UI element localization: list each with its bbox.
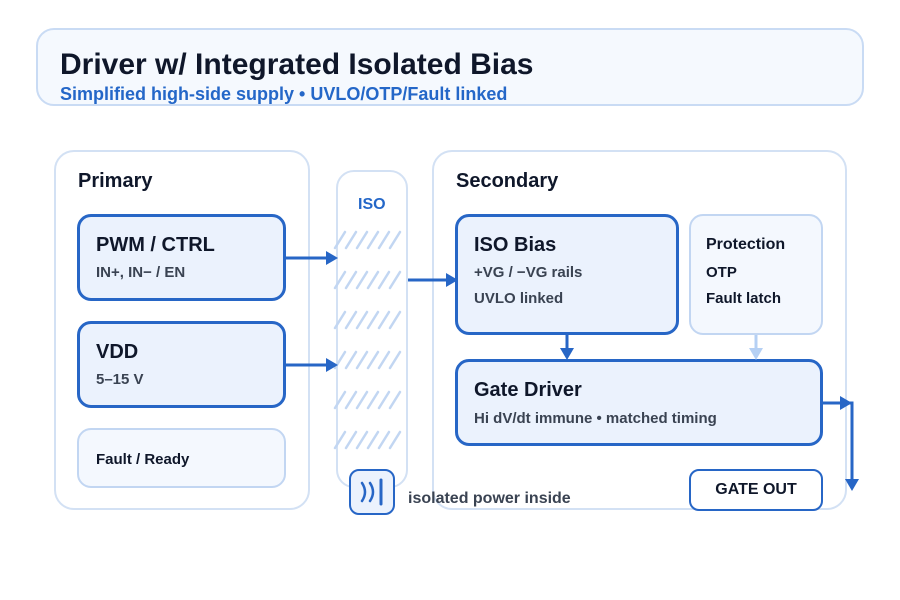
arrowhead <box>845 479 859 491</box>
hatch-stripe <box>388 230 402 250</box>
hatch-stripe <box>377 430 391 450</box>
legend-text: isolated power inside <box>408 490 571 507</box>
hatch-stripe <box>333 390 347 410</box>
page-subtitle: Simplified high-side supply • UVLO/OTP/F… <box>60 84 508 104</box>
arrowhead <box>840 396 852 410</box>
hatch-stripe <box>388 390 402 410</box>
hatch-stripe <box>355 390 369 410</box>
hatch-stripe <box>388 270 402 290</box>
hatch-stripe <box>355 350 369 370</box>
iso-label: ISO <box>358 196 386 213</box>
hatch-stripe <box>344 270 358 290</box>
hatch-stripe <box>344 430 358 450</box>
iso-bias-line2: UVLO linked <box>474 290 564 307</box>
hatch-stripe <box>344 350 358 370</box>
hatch-stripe <box>377 270 391 290</box>
gate-driver-block <box>455 359 823 446</box>
hatch-stripe <box>366 230 380 250</box>
arrowhead <box>749 348 763 360</box>
hatch-stripe <box>355 310 369 330</box>
hatch-stripe <box>366 350 380 370</box>
hatch-stripe <box>333 270 347 290</box>
hatch-stripe <box>366 310 380 330</box>
pwm-ctrl-block <box>77 214 286 301</box>
secondary-title: Secondary <box>456 170 559 192</box>
hatch-stripe <box>377 350 391 370</box>
iso-bias-line1: +VG / −VG rails <box>474 264 583 281</box>
iso-bias-block <box>455 214 679 335</box>
hatch-stripe <box>366 430 380 450</box>
arrowhead <box>326 358 338 372</box>
fault-ready-title: Fault / Ready <box>96 451 190 468</box>
hatch-stripe <box>377 390 391 410</box>
hatch-stripe <box>388 310 402 330</box>
hatch-stripe <box>355 230 369 250</box>
iso-bias-title: ISO Bias <box>474 234 557 256</box>
driver-to-gate-out-arrow <box>823 401 854 480</box>
protection-title: Protection <box>706 236 786 253</box>
iso-hatching <box>333 230 402 450</box>
hatch-stripe <box>333 230 347 250</box>
hatch-stripe <box>344 230 358 250</box>
hatch-stripe <box>377 310 391 330</box>
vdd-title: VDD <box>96 341 139 363</box>
isolated-power-icon <box>349 469 395 515</box>
arrowhead <box>560 348 574 360</box>
hatch-stripe <box>377 230 391 250</box>
protection-block <box>689 214 823 335</box>
hatch-stripe <box>355 270 369 290</box>
protection-line1: OTP <box>706 264 737 281</box>
primary-title: Primary <box>78 170 153 192</box>
hatch-stripe <box>388 350 402 370</box>
protection-line2: Fault latch <box>706 290 782 307</box>
hatch-stripe <box>344 310 358 330</box>
hatch-stripe <box>333 310 347 330</box>
pwm-ctrl-sub: IN+, IN− / EN <box>96 264 186 281</box>
fault-ready-block <box>77 428 286 488</box>
arrowhead <box>446 273 458 287</box>
hatch-stripe <box>333 430 347 450</box>
gate-driver-title: Gate Driver <box>474 379 582 401</box>
hatch-stripe <box>344 390 358 410</box>
vdd-block <box>77 321 286 408</box>
gate-out-terminal: GATE OUT <box>689 469 823 511</box>
hatch-stripe <box>366 390 380 410</box>
hatch-stripe <box>366 270 380 290</box>
page-title: Driver w/ Integrated Isolated Bias <box>60 48 534 81</box>
vdd-sub: 5–15 V <box>96 371 144 388</box>
hatch-stripe <box>355 430 369 450</box>
isolation-barrier <box>336 170 408 488</box>
gate-driver-sub: Hi dV/dt immune • matched timing <box>474 410 717 427</box>
pwm-ctrl-title: PWM / CTRL <box>96 234 215 256</box>
header-card <box>36 28 864 106</box>
hatch-stripe <box>388 430 402 450</box>
arrowhead <box>326 251 338 265</box>
